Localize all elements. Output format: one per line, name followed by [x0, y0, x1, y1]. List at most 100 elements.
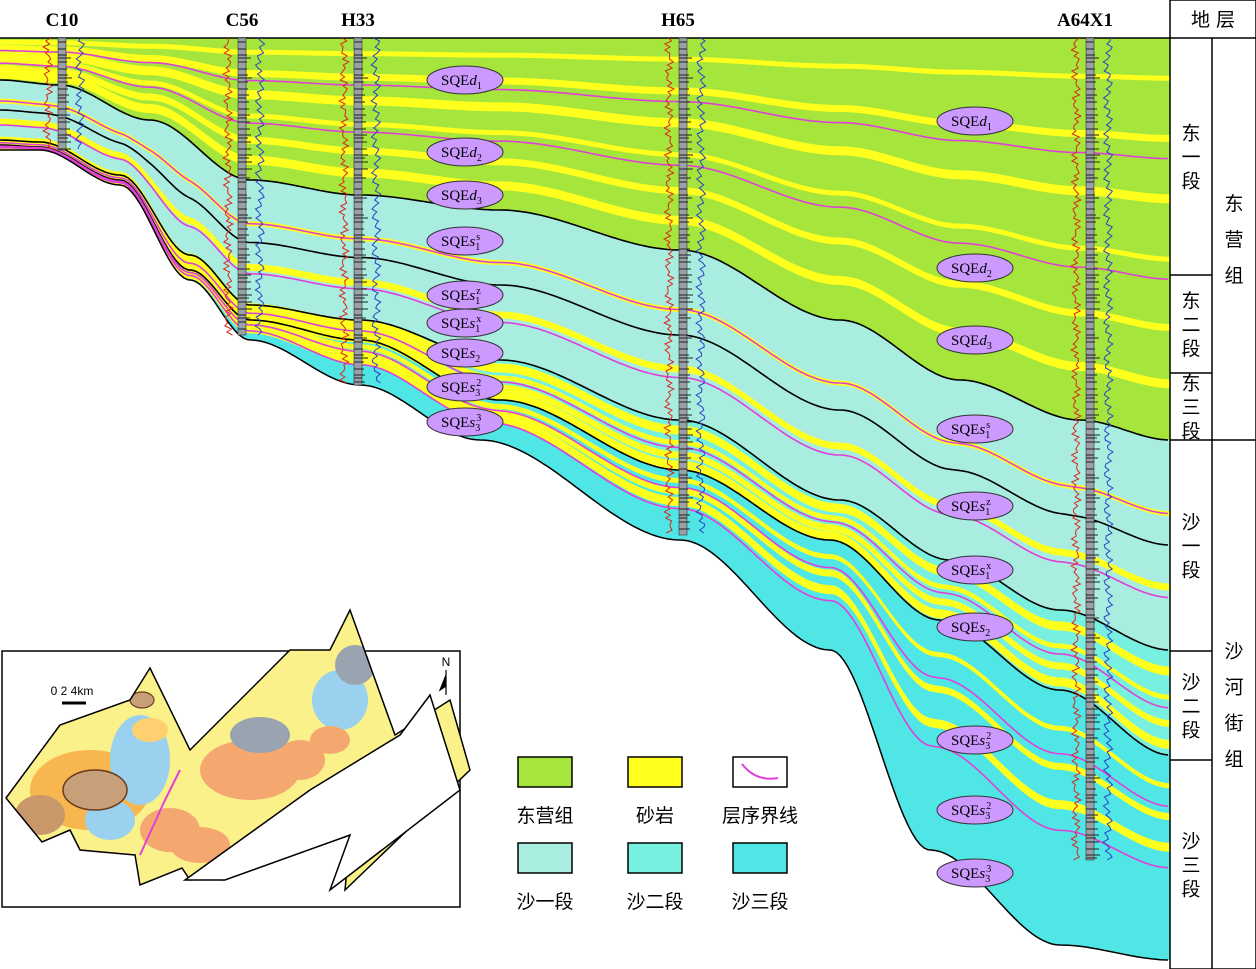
strat-member-char: 二 — [1181, 314, 1200, 336]
strat-member-char: 沙 — [1181, 831, 1200, 853]
sequence-label: SQEd3 — [936, 325, 1014, 355]
svg-text:沙三段: 沙三段 — [731, 891, 788, 913]
sand-band — [0, 69, 1172, 389]
strat-member-char: 沙 — [1181, 512, 1200, 534]
legend-item: 砂岩 — [627, 756, 683, 827]
legend-item: 层序界线 — [722, 756, 798, 827]
sequence-label: SQEs1x — [936, 555, 1014, 585]
svg-text:SQEs33: SQEs33 — [441, 413, 481, 434]
sequence-label: SQEs1s — [936, 414, 1014, 444]
sha1-fill — [0, 80, 1172, 650]
sequence-boundary-line — [0, 49, 1169, 160]
sequence-label: SQEd1 — [936, 106, 1014, 136]
sequence-label: SQEd1 — [426, 65, 504, 95]
strat-member-char: 段 — [1181, 560, 1200, 582]
strat-member-char: 段 — [1181, 171, 1200, 193]
strat-formation-char: 河 — [1224, 677, 1243, 699]
strat-formation-char: 东 — [1224, 193, 1243, 215]
svg-text:SQEs1z: SQEs1z — [441, 286, 481, 307]
svg-text:SQEs1s: SQEs1s — [441, 232, 480, 253]
svg-text:SQEs32: SQEs32 — [441, 378, 481, 399]
strat-member-char: 段 — [1181, 338, 1200, 360]
svg-text:SQEs32: SQEs32 — [951, 801, 991, 822]
dongying-fill — [0, 38, 1172, 440]
sand-band — [0, 45, 1172, 142]
strat-formation-char: 营 — [1224, 229, 1243, 251]
well-label-h65: H65 — [661, 10, 695, 31]
sand-band — [0, 140, 1172, 727]
sand-band — [0, 39, 1172, 81]
svg-text:SQEd2: SQEd2 — [951, 261, 992, 280]
svg-text:SQEs32: SQEs32 — [951, 731, 991, 752]
sequence-label: SQEd2 — [936, 253, 1014, 283]
sequence-labels: SQEd1SQEd1SQEd2SQEd2SQEd3SQEd3SQEs1sSQEs… — [426, 65, 1014, 888]
strat-member-char: 沙 — [1181, 672, 1200, 694]
svg-text:SQEs1s: SQEs1s — [951, 420, 990, 441]
well-label-c10: C10 — [46, 10, 79, 31]
sequence-label: SQEs2 — [936, 612, 1014, 642]
sand-band — [0, 139, 1172, 700]
sequence-boundary-line — [0, 62, 1169, 280]
sand-band — [0, 64, 1172, 331]
sequence-boundary-line — [0, 142, 1169, 709]
sequence-label: SQEs1x — [426, 308, 504, 338]
sequence-label: SQEs1z — [426, 280, 504, 310]
svg-text:东营组: 东营组 — [516, 805, 573, 827]
scale-bar-label: 0 2 4km — [51, 684, 94, 698]
well-label-h33: H33 — [341, 10, 375, 31]
svg-text:SQEs2: SQEs2 — [951, 620, 990, 639]
legend-item: 沙二段 — [626, 842, 684, 913]
sand-band — [0, 58, 1172, 262]
sequence-boundary-line — [0, 100, 1169, 515]
well-log — [41, 37, 86, 151]
sequence-label: SQEs2 — [426, 338, 504, 368]
inset-map: 0 2 4km N — [1, 608, 471, 908]
strat-formation-char: 街 — [1224, 713, 1243, 735]
svg-text:砂岩: 砂岩 — [636, 805, 674, 827]
legend: 东营组 砂岩 层序界线沙一段 沙二段沙三段 — [516, 756, 798, 913]
sequence-label: SQEd3 — [426, 180, 504, 210]
strat-header: 地 层 — [1191, 9, 1235, 31]
strat-member-char: 东 — [1181, 373, 1200, 395]
well-log — [338, 37, 382, 386]
strat-formation-char: 沙 — [1224, 641, 1243, 663]
strat-member-char: 三 — [1181, 397, 1200, 419]
svg-text:SQEd3: SQEd3 — [441, 188, 482, 207]
north-arrow-icon — [438, 670, 447, 695]
sequence-label: SQEs1z — [936, 491, 1014, 521]
strat-formation-char: 组 — [1224, 265, 1243, 287]
legend-item: 沙三段 — [731, 842, 789, 913]
formation-boundary-line — [0, 79, 1169, 441]
sand-band — [0, 136, 1172, 676]
svg-text:SQEs1x: SQEs1x — [441, 314, 481, 335]
sequence-boundary-line — [0, 145, 1169, 807]
sand-layers — [0, 39, 1172, 852]
well-log — [1069, 37, 1114, 861]
svg-text:SQEd1: SQEd1 — [441, 73, 482, 92]
strat-member-char: 一 — [1181, 147, 1200, 169]
svg-text:SQEs2: SQEs2 — [441, 346, 480, 365]
strat-member-char: 段 — [1181, 421, 1200, 443]
strat-formation-char: 组 — [1224, 749, 1243, 771]
sequence-label: SQEs32 — [936, 725, 1014, 755]
svg-text:SQEd1: SQEd1 — [951, 114, 992, 133]
legend-item: 沙一段 — [516, 842, 574, 913]
well-logs — [41, 37, 1114, 861]
strat-member-char: 东 — [1181, 123, 1200, 145]
sand-band — [0, 50, 1172, 204]
north-label: N — [442, 655, 451, 669]
well-label-c56: C56 — [226, 10, 259, 31]
svg-text:层序界线: 层序界线 — [722, 805, 798, 827]
sequence-label: SQEs33 — [426, 407, 504, 437]
formation-boundary-line — [0, 109, 1169, 546]
svg-text:SQEs1x: SQEs1x — [951, 561, 991, 582]
svg-text:SQEd2: SQEd2 — [441, 145, 482, 164]
strat-member-char: 东 — [1181, 290, 1200, 312]
legend-item: 东营组 — [516, 756, 574, 827]
sequence-label: SQEs33 — [936, 858, 1014, 888]
svg-text:沙一段: 沙一段 — [516, 891, 573, 913]
well-label-a64x1: A64X1 — [1057, 10, 1113, 31]
sequence-label: SQEd2 — [426, 137, 504, 167]
svg-text:SQEs33: SQEs33 — [951, 864, 991, 885]
